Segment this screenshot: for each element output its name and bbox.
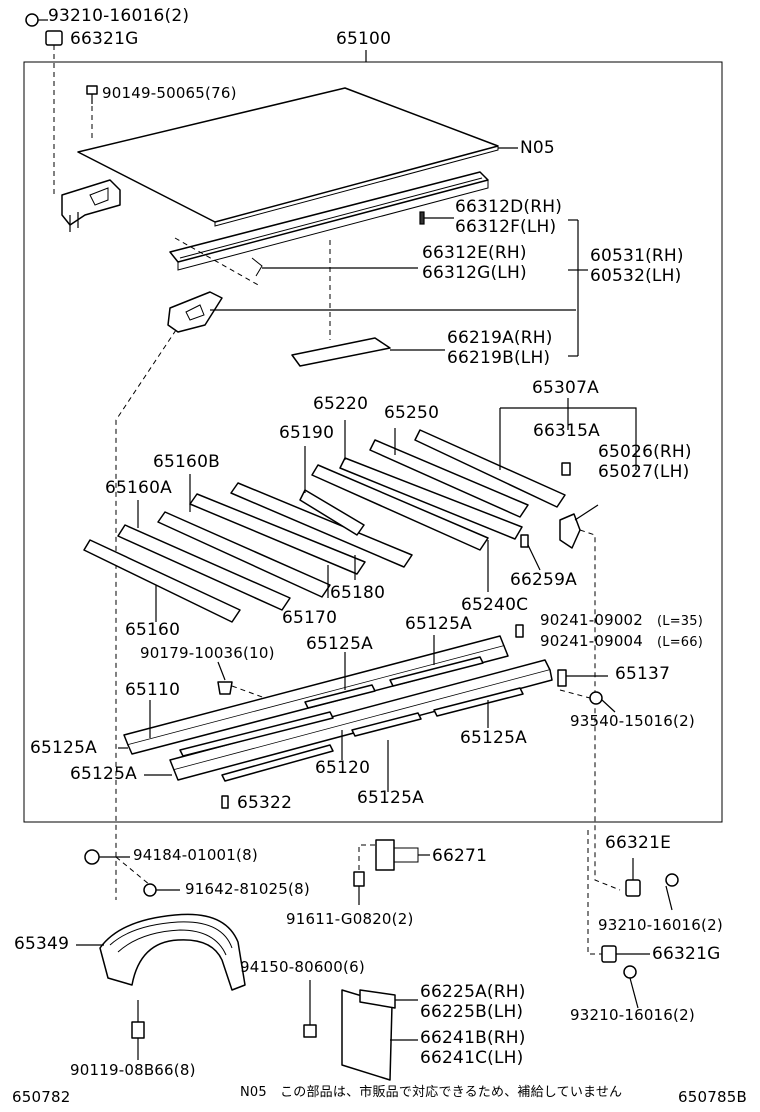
- label-66321e: 66321E: [605, 833, 672, 853]
- label-66219a: 66219A(RH): [447, 328, 553, 348]
- bracket-66225-icon: [359, 989, 396, 1009]
- label-65170: 65170: [282, 608, 338, 628]
- label-60532: 60532(LH): [590, 266, 682, 286]
- label-65160b: 65160B: [153, 452, 220, 472]
- bolt-91611-icon: [353, 871, 365, 887]
- label-65190: 65190: [279, 423, 335, 443]
- label-94184: 94184-01001(8): [133, 846, 258, 864]
- bolt-90119-icon: [131, 1021, 145, 1039]
- screw-90149-icon: [86, 85, 98, 104]
- nut-94184-icon: [84, 849, 100, 865]
- label-93210-16016-top: 93210-16016(2): [48, 6, 190, 26]
- bolt-90241-icon: [515, 624, 524, 638]
- nut-94150-icon: [303, 1024, 317, 1038]
- label-65120: 65120: [315, 758, 371, 778]
- label-65160: 65160: [125, 620, 181, 640]
- label-65100: 65100: [336, 29, 392, 49]
- label-90149: 90149-50065(76): [102, 84, 237, 102]
- bolt-93210-mid-icon: [665, 873, 679, 887]
- hinge-bracket-icon: [61, 179, 121, 226]
- bolt-93540-icon: [589, 691, 603, 705]
- label-93540: 93540-15016(2): [570, 712, 695, 730]
- label-66321g-top: 66321G: [70, 29, 139, 49]
- label-66321g-bot: 66321G: [652, 944, 721, 964]
- bolt-93210-bot-icon: [623, 965, 637, 979]
- long-sills: [123, 635, 553, 781]
- label-65125a-6: 65125A: [357, 788, 424, 808]
- label-n05: N05: [520, 138, 555, 158]
- footer-right-code: 650785B: [678, 1088, 747, 1106]
- label-65322: 65322: [237, 793, 293, 813]
- label-65125a-1: 65125A: [405, 614, 472, 634]
- top-bolt-icon: [25, 13, 48, 27]
- bracket-66321g-bot-icon: [601, 945, 617, 963]
- label-65125a-3: 65125A: [460, 728, 527, 748]
- label-66241b: 66241B(RH): [420, 1028, 526, 1048]
- label-66219b: 66219B(LH): [447, 348, 551, 368]
- label-66312d: 66312D(RH): [455, 197, 563, 217]
- label-65240c: 65240C: [461, 595, 529, 615]
- corner-bracket-60531: [167, 291, 223, 333]
- label-91611: 91611-G0820(2): [286, 910, 414, 928]
- label-90241-09004: 90241-09004: [540, 632, 644, 650]
- label-93210-16016-mid: 93210-16016(2): [598, 916, 723, 934]
- screw-65322-icon: [221, 795, 229, 809]
- label-65137: 65137: [615, 664, 671, 684]
- label-65220: 65220: [313, 394, 369, 414]
- label-65125a-2: 65125A: [306, 634, 373, 654]
- bolt-66315a-icon: [561, 462, 571, 476]
- shims-65125a: [179, 656, 524, 782]
- clip-66259a-icon: [520, 534, 529, 548]
- label-66315a: 66315A: [533, 421, 600, 441]
- plate-65137-icon: [557, 669, 567, 687]
- label-65250: 65250: [384, 403, 440, 423]
- label-65307a: 65307A: [532, 378, 599, 398]
- label-65027: 65027(LH): [598, 462, 690, 482]
- clip-66312d-icon: [419, 211, 425, 225]
- label-90241-09002: 90241-09002: [540, 611, 644, 629]
- cross-sills: [83, 429, 566, 623]
- label-66312f: 66312F(LH): [455, 217, 557, 237]
- top-bracket-66321g-icon: [45, 30, 63, 46]
- footer-left-code: 650782: [12, 1088, 71, 1106]
- fender-65349: [99, 913, 246, 991]
- label-66271: 66271: [432, 846, 488, 866]
- label-91642: 91642-81025(8): [185, 880, 310, 898]
- footer-note: N05 この部品は、市販品で対応できるため、補給していません: [240, 1085, 623, 1100]
- label-90119: 90119-08B66(8): [70, 1061, 196, 1079]
- clip-90179-icon: [217, 681, 233, 695]
- label-65349: 65349: [14, 934, 70, 954]
- strip-66219: [291, 337, 391, 367]
- hinge-65026-icon: [559, 513, 581, 549]
- label-90241-09002-length: (L=35): [657, 614, 704, 629]
- assembly-frame: [23, 61, 723, 823]
- label-60531: 60531(RH): [590, 246, 684, 266]
- label-90179: 90179-10036(10): [140, 644, 275, 662]
- clip-66312e-icon: [251, 257, 263, 277]
- label-66241c: 66241C(LH): [420, 1048, 524, 1068]
- label-65110: 65110: [125, 680, 181, 700]
- label-94150: 94150-80600(6): [240, 958, 365, 976]
- label-65180: 65180: [330, 583, 386, 603]
- label-65125a-4: 65125A: [30, 738, 97, 758]
- label-66312e: 66312E(RH): [422, 243, 527, 263]
- label-65160a: 65160A: [105, 478, 172, 498]
- clip-66271-icon: [375, 839, 395, 871]
- label-66225a: 66225A(RH): [420, 982, 526, 1002]
- label-65125a-5: 65125A: [70, 764, 137, 784]
- label-93210-16016-bot: 93210-16016(2): [570, 1006, 695, 1024]
- label-66259a: 66259A: [510, 570, 577, 590]
- bracket-66321e-icon: [625, 879, 641, 897]
- bolt-91642-icon: [143, 883, 157, 897]
- label-66225b: 66225B(LH): [420, 1002, 524, 1022]
- label-90241-09004-length: (L=66): [657, 635, 704, 650]
- label-65026: 65026(RH): [598, 442, 692, 462]
- label-66312g: 66312G(LH): [422, 263, 527, 283]
